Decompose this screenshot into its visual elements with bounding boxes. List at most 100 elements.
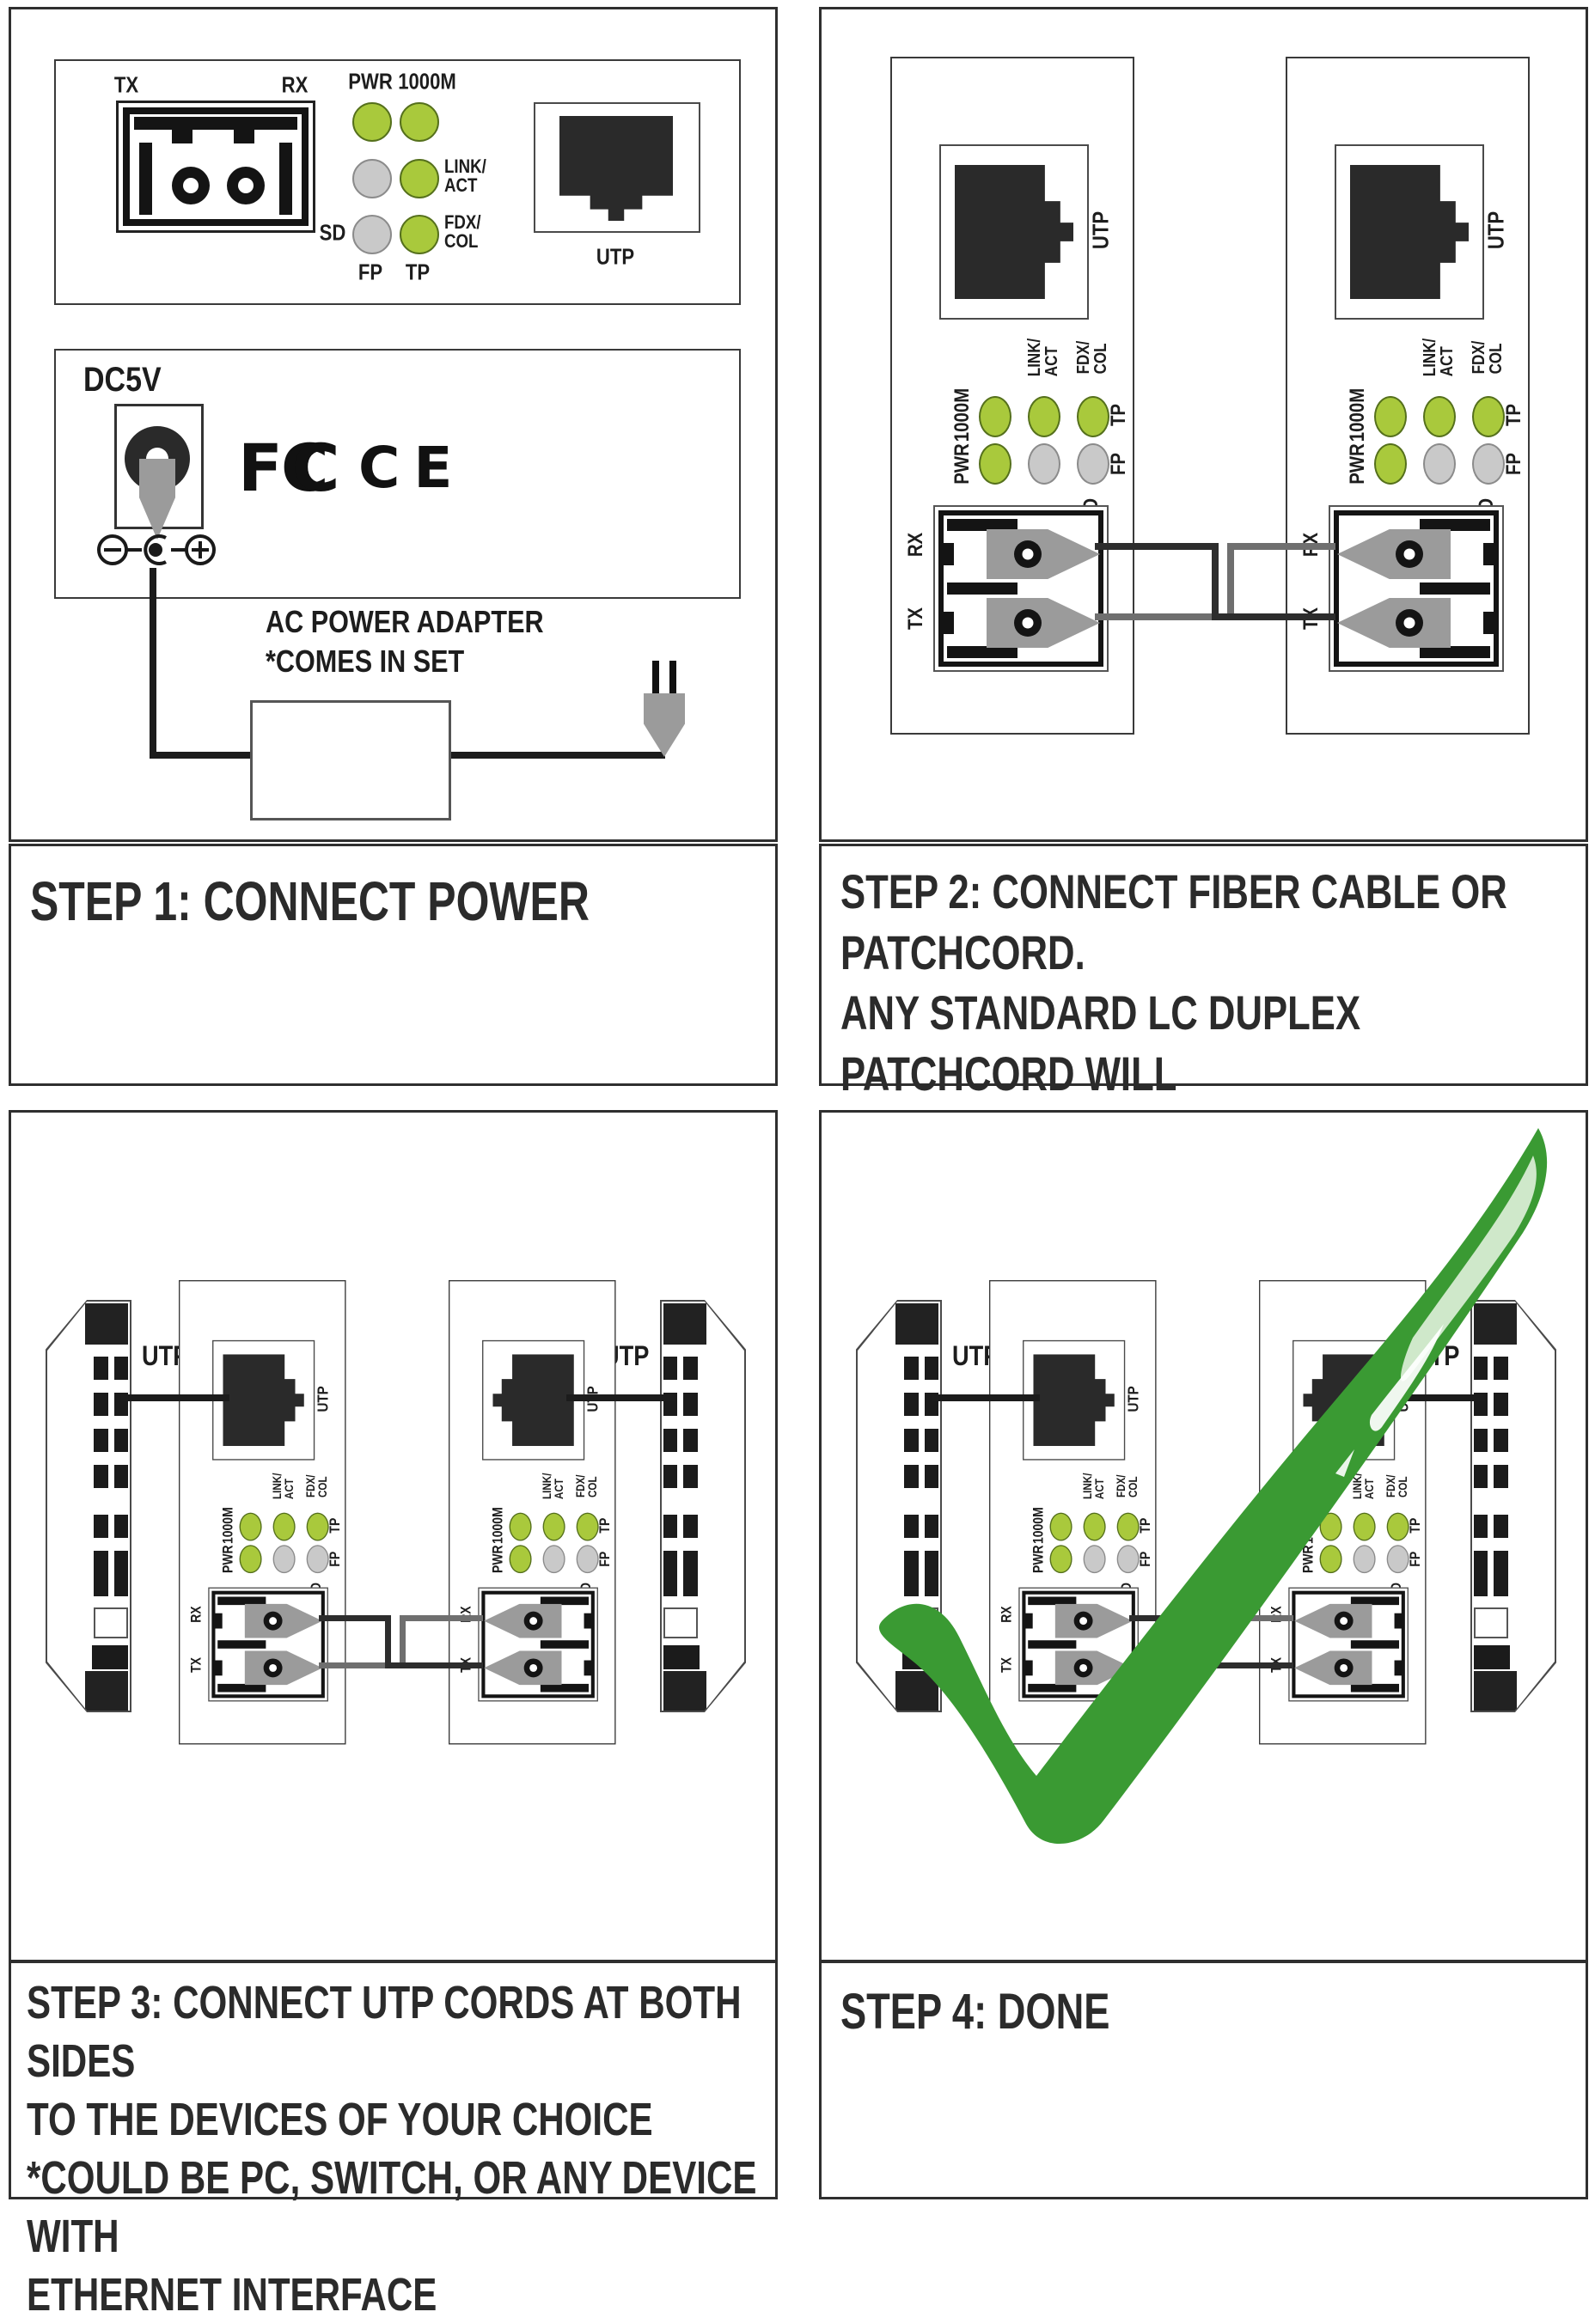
label-rx: RX — [904, 532, 927, 558]
utp-port-label: UTP — [1087, 210, 1114, 250]
panel-step4-diagram: UTP 1000M PWR LINK/ACT FDX/COL SD FP TP … — [819, 1110, 1588, 1962]
label-fdx-col: FDX/COL — [304, 1474, 330, 1498]
label-1000m: 1000M — [219, 1507, 236, 1545]
led-spare — [1353, 1545, 1376, 1574]
led-pwr — [239, 1545, 262, 1574]
fiber-strand-gray — [1210, 1615, 1293, 1621]
fiber-strand-dark — [1195, 1662, 1293, 1668]
led-pwr — [352, 102, 392, 142]
fiber-port-front — [116, 101, 315, 233]
fiber-port — [208, 1587, 328, 1702]
switch-chassis — [660, 1300, 746, 1712]
switch-panel-strip — [94, 1607, 128, 1638]
lc-duplex-graphic — [1290, 1589, 1408, 1700]
adapter-note: AC POWER ADAPTER*COMES IN SET — [266, 604, 544, 679]
label-link-act: LINK/ACT — [541, 1473, 566, 1499]
led-fdx-col — [576, 1512, 599, 1541]
led-1000m — [400, 102, 439, 142]
switch-chassis — [46, 1300, 131, 1712]
label-tp: TP — [1107, 403, 1130, 427]
label-pwr: PWR — [1030, 1545, 1047, 1573]
caption-step1: STEP 1: CONNECT POWER — [30, 870, 590, 932]
label-tx: TX — [998, 1657, 1015, 1673]
led-spare — [1423, 443, 1456, 485]
led-pwr — [979, 443, 1011, 485]
power-adapter-box — [250, 700, 451, 820]
label-fp: FP — [1407, 1551, 1424, 1567]
led-fdx-col — [1386, 1512, 1409, 1541]
label-link-act: LINK/ACT — [444, 156, 486, 196]
media-converter-right: UTP 1000M PWR LINK/ACT FDX/COL SD FP TP … — [449, 1280, 616, 1745]
label-pwr: PWR — [1299, 1545, 1317, 1573]
power-cable-vertical — [150, 568, 156, 759]
led-fdx-col — [306, 1512, 329, 1541]
led-sd — [576, 1545, 599, 1574]
label-fdx-col: FDX/COL — [1384, 1474, 1410, 1498]
label-tp: TP — [327, 1517, 344, 1534]
label-1000m: 1000M — [950, 387, 974, 442]
label-rx: RX — [281, 71, 309, 98]
panel-step3-diagram: UTP 1000M PWR LINK/ACT FDX/COL SD FP TP … — [9, 1110, 778, 1962]
switch-module-block — [663, 1645, 700, 1669]
utp-cord-right — [566, 1394, 675, 1401]
converter-card-face: UTP 1000M PWR LINK/ACT FDX/COL SD FP TP … — [1287, 58, 1528, 733]
lc-duplex-graphic — [210, 1589, 327, 1700]
converter-card-face: UTP 1000M PWR LINK/ACT FDX/COL SD FP TP … — [990, 1281, 1155, 1743]
label-tp: TP — [1407, 1517, 1424, 1534]
instruction-sheet: { "labels": { "tx": "TX", "rx": "RX", "u… — [9, 7, 1588, 2321]
ce-logo: CE — [358, 435, 467, 501]
rj45-jack-icon — [559, 116, 673, 221]
fiber-port — [1288, 1587, 1409, 1702]
utp-cord-left — [121, 1394, 229, 1401]
fiber-strand-dark — [1129, 1615, 1201, 1621]
led-tp-link-act — [400, 159, 439, 198]
label-tp: TP — [405, 259, 431, 285]
panel-step2-diagram: UTP 1000M PWR LINK/ACT FDX/COL SD FP TP … — [819, 7, 1588, 842]
media-converter-right: UTP 1000M PWR LINK/ACT FDX/COL SD FP TP … — [1259, 1280, 1427, 1745]
label-fp: FP — [1502, 452, 1525, 476]
fiber-port — [1018, 1587, 1139, 1702]
label-tp: TP — [1502, 403, 1525, 427]
led-fdx-col — [400, 215, 439, 254]
led-pwr — [509, 1545, 532, 1574]
label-tx: TX — [187, 1657, 205, 1673]
led-1000m — [979, 396, 1011, 437]
rj45-jack-icon — [1350, 165, 1469, 299]
led-1000m — [1374, 396, 1407, 437]
label-pwr: PWR — [950, 443, 974, 485]
label-1000m: 1000M — [1346, 387, 1369, 442]
media-converter-right: UTP 1000M PWR LINK/ACT FDX/COL SD FP TP … — [1286, 57, 1530, 735]
switch-top-cap — [895, 1303, 938, 1345]
converter-card-face: UTP 1000M PWR LINK/ACT FDX/COL SD FP TP … — [892, 58, 1133, 733]
converter-rear-view: DC5V FCC CE — [54, 349, 741, 599]
label-fdx-col: FDX/COL — [1470, 340, 1506, 375]
led-spare — [272, 1545, 296, 1574]
led-fp-link — [352, 159, 392, 198]
utp-cord-left — [932, 1394, 1040, 1401]
led-link-act — [1083, 1512, 1106, 1541]
led-pwr — [1319, 1545, 1342, 1574]
switch-chassis — [856, 1300, 942, 1712]
switch-panel-strip — [1474, 1607, 1508, 1638]
fiber-strand-gray — [1227, 546, 1234, 620]
ethernet-switch-right — [660, 1300, 746, 1712]
fiber-port — [478, 1587, 598, 1702]
label-tx: TX — [904, 607, 927, 631]
label-tx: TX — [113, 71, 139, 98]
media-converter-left: UTP 1000M PWR LINK/ACT FDX/COL SD FP TP … — [179, 1280, 346, 1745]
led-fdx-col — [1116, 1512, 1140, 1541]
label-fdx-col: FDX/COL — [574, 1474, 600, 1498]
rj45-jack-icon — [1033, 1354, 1115, 1447]
label-fdx-col: FDX/COL — [1115, 1474, 1140, 1498]
fiber-strand-gray — [400, 1615, 483, 1621]
utp-port-label: UTP — [314, 1386, 332, 1412]
led-spare — [542, 1545, 565, 1574]
led-link-act — [1353, 1512, 1376, 1541]
led-link-act — [1423, 396, 1456, 437]
label-fdx-col: FDX/COL — [1074, 340, 1110, 375]
led-spare — [1083, 1545, 1106, 1574]
label-link-act: LINK/ACT — [1351, 1473, 1377, 1499]
fiber-strand-gray — [1095, 613, 1234, 620]
converter-front-view: TX RX PWR 1000M LINK/ACT SD FDX/COL FP T… — [54, 59, 741, 305]
caption-step3: STEP 3: CONNECT UTP CORDS AT BOTH SIDES … — [27, 1977, 757, 2321]
